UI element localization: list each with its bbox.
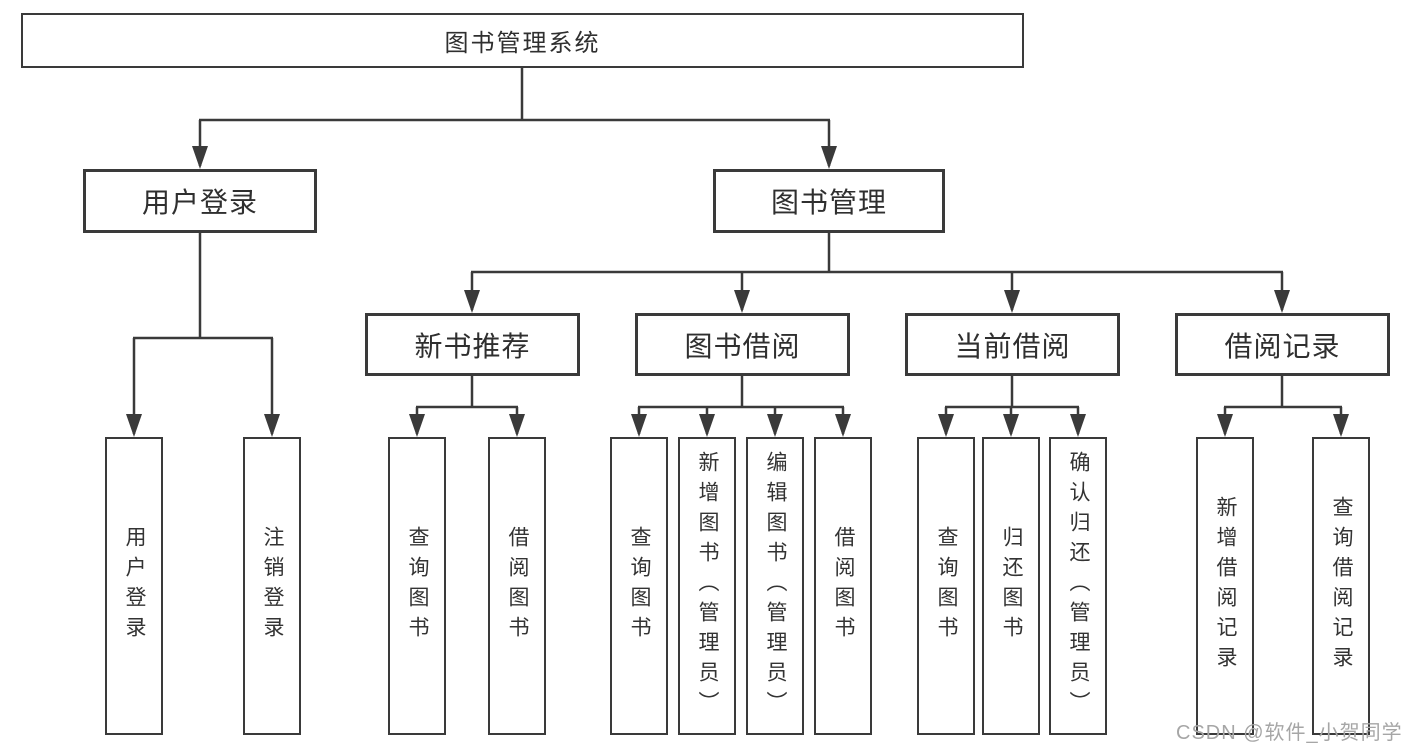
arrow-down-icon — [409, 414, 425, 437]
watermark: CSDN @软件_小贺同学 — [1176, 722, 1403, 744]
arrow-down-icon — [126, 414, 142, 437]
node-new-book-recommend: 新书推荐 — [365, 313, 580, 376]
arrow-down-icon — [835, 414, 851, 437]
node-book-borrowing: 图书借阅 — [635, 313, 850, 376]
arrow-down-icon — [1004, 290, 1020, 313]
leaf-borrow-books: 借阅图书 — [488, 437, 546, 735]
leaf-user-login: 用户登录 — [105, 437, 163, 735]
arrow-down-icon — [734, 290, 750, 313]
node-user-login: 用户登录 — [83, 169, 317, 233]
arrow-down-icon — [631, 414, 647, 437]
arrow-down-icon — [464, 290, 480, 313]
leaf-return-books: 归还图书 — [982, 437, 1040, 735]
leaf-query-books: 查询图书 — [388, 437, 446, 735]
leaf-query-books-3: 查询图书 — [917, 437, 975, 735]
leaf-query-borrow-record: 查询借阅记录 — [1312, 437, 1370, 735]
node-library-system: 图书管理系统 — [21, 13, 1024, 68]
node-current-borrowing: 当前借阅 — [905, 313, 1120, 376]
leaf-confirm-return-admin: 确认归还（管理员） — [1049, 437, 1107, 735]
node-borrowing-records: 借阅记录 — [1175, 313, 1390, 376]
node-book-management: 图书管理 — [713, 169, 945, 233]
arrow-down-icon — [1274, 290, 1290, 313]
arrow-down-icon — [1333, 414, 1349, 437]
leaf-logout: 注销登录 — [243, 437, 301, 735]
arrow-down-icon — [192, 146, 208, 169]
leaf-borrow-books-2: 借阅图书 — [814, 437, 872, 735]
arrow-down-icon — [767, 414, 783, 437]
arrow-down-icon — [509, 414, 525, 437]
leaf-add-borrow-record: 新增借阅记录 — [1196, 437, 1254, 735]
leaf-edit-books-admin: 编辑图书（管理员） — [746, 437, 804, 735]
arrow-down-icon — [264, 414, 280, 437]
arrow-down-icon — [699, 414, 715, 437]
arrow-down-icon — [938, 414, 954, 437]
arrow-down-icon — [1070, 414, 1086, 437]
arrow-down-icon — [821, 146, 837, 169]
arrow-down-icon — [1217, 414, 1233, 437]
arrow-down-icon — [1003, 414, 1019, 437]
leaf-add-books-admin: 新增图书（管理员） — [678, 437, 736, 735]
leaf-query-books-2: 查询图书 — [610, 437, 668, 735]
